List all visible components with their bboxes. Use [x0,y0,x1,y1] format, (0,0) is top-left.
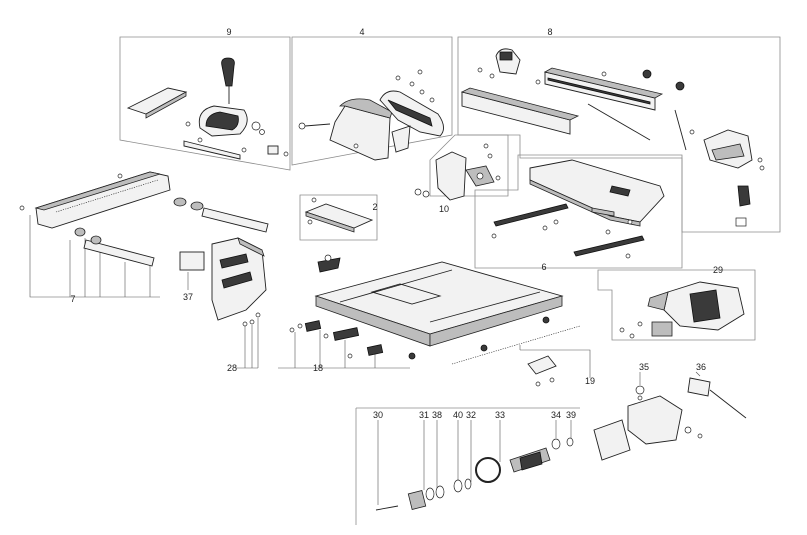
assembly-28-side-panel [179,237,267,327]
callout-29: 29 [713,265,723,275]
part-33-belt [475,457,501,483]
part-31-bearing-plate [407,490,427,510]
part-35 [635,385,645,395]
leader-lines [29,215,701,505]
rack-upper [493,203,569,227]
assembly-6-extension-table [491,159,665,259]
assembly-35-36 [635,377,747,419]
callout-39: 39 [566,410,576,420]
callout-30: 30 [373,410,383,420]
callout-18: 18 [313,363,323,373]
rack-lower [573,235,645,257]
callout-31: 31 [419,410,429,420]
callout-38: 38 [432,410,442,420]
callout-34: 34 [551,410,561,420]
assembly-9-mitre-gauge [126,57,289,160]
callout-4: 4 [359,27,364,37]
label-37 [179,251,205,271]
callout-37: 37 [183,292,193,302]
part-18a [304,320,322,332]
part-36 [687,377,711,397]
motor-exploded-row [375,395,703,511]
callout-28: 28 [227,363,237,373]
tube-long [201,207,269,233]
callout-32: 32 [466,410,476,420]
stator [593,419,631,461]
callout-35: 35 [639,362,649,372]
callout-9: 9 [226,27,231,37]
callout-6: 6 [541,262,546,272]
blade-slot [370,283,442,305]
assembly-4-blade-guard [298,69,444,161]
assembly-8-rip-fence [460,48,765,227]
frame-10 [429,134,509,197]
callout-19: 19 [585,376,595,386]
part-18b [332,327,360,341]
frame-4 [291,36,453,166]
tube-short [83,239,155,267]
mitre-handle [221,57,235,87]
callout-7: 7 [70,294,75,304]
assembly-29-motor-housing [619,281,745,339]
frame-29 [597,269,756,341]
callout-10: 10 [439,204,449,214]
assembly-10-bracket [414,143,501,201]
frame-9 [119,36,291,171]
clamp-19 [527,355,557,375]
callout-8: 8 [547,27,552,37]
callout-36: 36 [696,362,706,372]
callout-labels: 9 4 8 10 2 6 7 37 28 18 19 29 35 36 30 3… [70,27,723,420]
main-saw-table [289,254,581,387]
part-18c [366,344,384,356]
callout-40: 40 [453,410,463,420]
assembly-frames [119,36,781,525]
assembly-7-rails [19,171,269,267]
frame-6 [474,154,683,269]
bracket-plate [435,151,467,201]
side-rail [35,171,171,229]
mitre-slot-rail [451,325,581,365]
motor-end-cap [627,395,683,445]
frame-2 [299,194,378,241]
assembly-2-insert [304,197,374,233]
callout-33: 33 [495,410,505,420]
callout-2: 2 [372,202,377,212]
